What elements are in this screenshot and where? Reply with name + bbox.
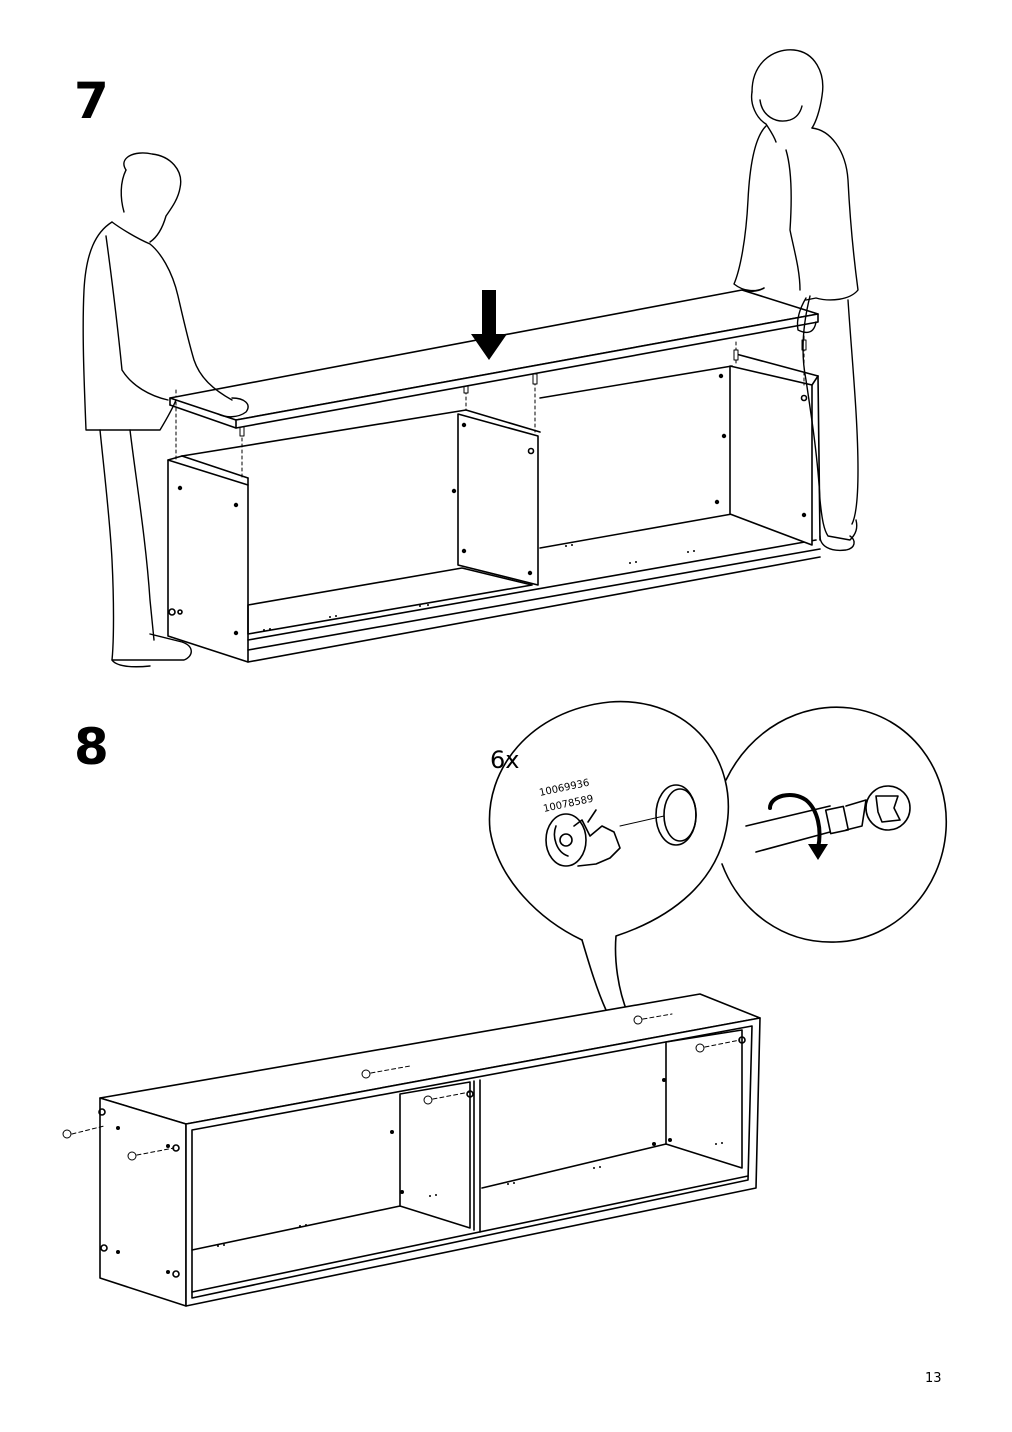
person-woman (733, 49, 859, 552)
final-cabinet (98, 993, 761, 1307)
screw-icon (695, 1039, 741, 1053)
rotate-arrow-icon (768, 792, 828, 860)
person-man (82, 152, 249, 668)
detail-circle-cam-lock: 6x 10069936 10078589 (488, 700, 730, 1015)
screw-icon (127, 1147, 175, 1161)
step7-illustration (82, 49, 859, 668)
cam-fitting-icon (545, 809, 621, 867)
cabinet-left-panel (167, 455, 249, 663)
screw-icon (423, 1091, 471, 1105)
step-number-7: 7 (74, 72, 109, 130)
cabinet-right-panel (714, 353, 821, 546)
detail-circle-screwdriver (721, 706, 947, 943)
screw-icon (62, 1125, 105, 1139)
screw-icon (361, 1065, 411, 1079)
middle-divider-panel (451, 409, 541, 586)
cam-screws (62, 1013, 741, 1161)
cam-lock-top-icon (865, 785, 911, 831)
cam-hole-icon (655, 784, 697, 846)
page-number: 13 (925, 1371, 942, 1386)
step8-illustration: 6x 10069936 10078589 (62, 700, 947, 1307)
top-panel (169, 289, 819, 429)
screwdriver-icon (745, 799, 867, 853)
step-number-8: 8 (74, 718, 109, 776)
screw-icon (633, 1013, 673, 1025)
cabinet-body (181, 365, 821, 663)
quantity-label: 6x (490, 746, 519, 774)
down-arrow-icon (471, 290, 507, 360)
